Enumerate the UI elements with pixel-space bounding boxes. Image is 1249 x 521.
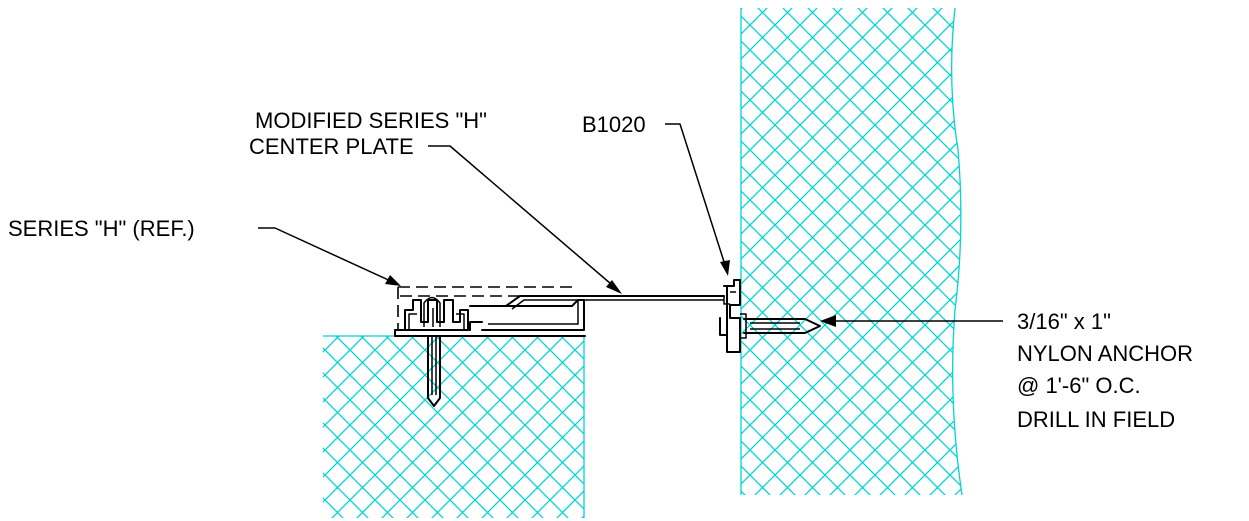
leader-modified-center-plate [428, 145, 622, 294]
label-modified-center-plate-line2: CENTER PLATE [249, 134, 414, 159]
b1020-wall-angle [723, 279, 741, 353]
label-anchor-line2: NYLON ANCHOR [1017, 341, 1193, 366]
leader-series-h-ref [258, 227, 401, 286]
nylon-anchor [719, 313, 821, 339]
left-concrete-slab [323, 335, 585, 518]
label-modified-center-plate-line1: MODIFIED SERIES "H" [255, 108, 487, 133]
label-anchor-line1: 3/16" x 1" [1017, 309, 1111, 334]
modified-center-plate [505, 295, 725, 310]
right-concrete-wall [740, 7, 963, 496]
label-anchor-line3: @ 1'-6" O.C. [1017, 373, 1141, 398]
leader-b1020 [665, 123, 730, 276]
label-anchor-line4: DRILL IN FIELD [1017, 407, 1175, 432]
label-b1020: B1020 [582, 112, 646, 137]
leader-nylon-anchor [820, 315, 1003, 327]
label-series-h-ref: SERIES "H" (REF.) [8, 216, 195, 241]
series-h-frame [394, 286, 586, 407]
